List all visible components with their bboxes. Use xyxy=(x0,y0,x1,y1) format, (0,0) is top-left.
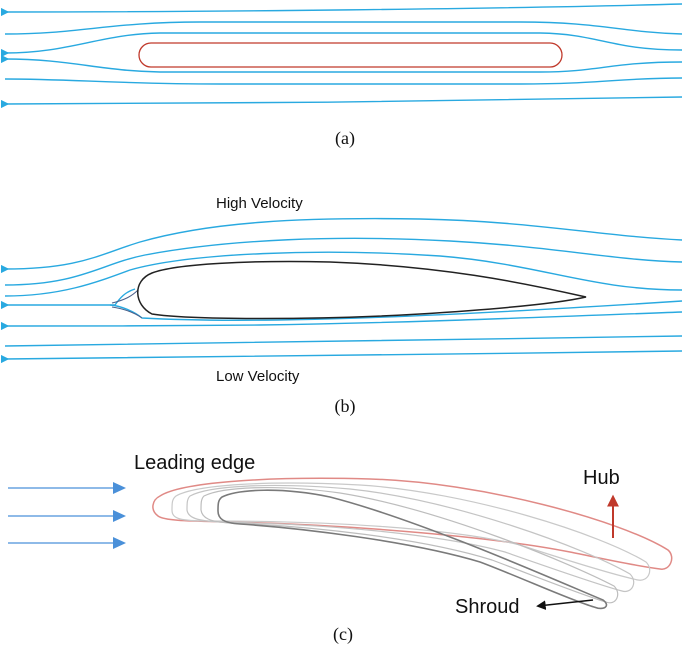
shroud-arrow xyxy=(536,599,594,610)
blade-sections xyxy=(152,477,673,610)
inflow-arrow-head xyxy=(113,510,126,522)
inflow-arrow-head xyxy=(113,482,126,494)
blade-section-shroud xyxy=(217,489,608,610)
streamline xyxy=(0,217,683,274)
flat-plate xyxy=(138,42,563,68)
inflow-arrows xyxy=(8,482,126,549)
hub-label: Hub xyxy=(583,467,620,489)
blade-section xyxy=(171,482,651,581)
streamline xyxy=(111,306,143,319)
panel-a-streamlines xyxy=(0,3,683,109)
streamline xyxy=(4,335,683,347)
inflow-arrow-head xyxy=(113,537,126,549)
streamline xyxy=(109,300,683,321)
streamline xyxy=(0,3,683,17)
panel-c: Leading edge Hub Shroud (c) xyxy=(8,452,673,645)
panel-b: High Velocity Low Velocity (b) xyxy=(0,195,683,417)
streamline xyxy=(0,96,683,109)
streamline xyxy=(111,289,139,304)
streamline xyxy=(4,21,683,35)
low-velocity-label: Low Velocity xyxy=(216,368,300,385)
airfoil xyxy=(137,260,587,320)
panel-a: (a) xyxy=(0,3,683,149)
streamline xyxy=(0,350,683,364)
streamline xyxy=(4,251,683,297)
panel-b-streamlines xyxy=(0,217,683,364)
panel-c-label: (c) xyxy=(333,624,353,645)
leading-edge-label: Leading edge xyxy=(134,452,255,474)
shroud-label: Shroud xyxy=(455,596,520,618)
blade-section xyxy=(186,484,635,593)
streamline xyxy=(0,311,683,331)
stagnation-streamlines xyxy=(111,289,143,319)
streamline xyxy=(4,237,683,286)
panel-b-label: (b) xyxy=(335,396,356,417)
high-velocity-label: High Velocity xyxy=(216,195,303,212)
blade-section xyxy=(200,486,619,604)
streamline xyxy=(4,77,683,85)
panel-a-label: (a) xyxy=(335,128,355,149)
streamline xyxy=(0,54,683,73)
streamline xyxy=(0,32,683,58)
